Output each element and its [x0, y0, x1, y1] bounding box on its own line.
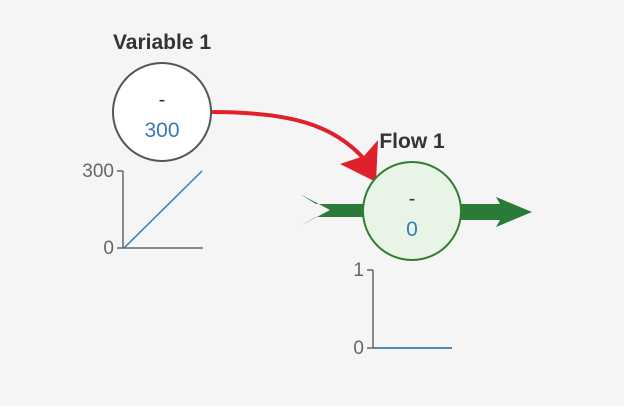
variable-value: 300: [144, 119, 179, 142]
flow-sparkline-min-label: 0: [353, 338, 364, 359]
variable-sparkline-series: [123, 170, 203, 249]
flow-value: 0: [406, 218, 418, 241]
flow-status: -: [409, 188, 416, 210]
variable-sparkline-min-label: 0: [103, 238, 114, 259]
flow-sparkline-max-label: 1: [353, 260, 364, 281]
variable-title: Variable 1: [113, 31, 211, 54]
flow-circle[interactable]: [362, 161, 462, 261]
flow-node[interactable]: Flow 1 - 0: [362, 130, 462, 261]
flow-inflow-arrow[interactable]: [300, 194, 365, 226]
variable-sparkline-max-label: 300: [82, 161, 114, 182]
flow-sparkline: 1 0: [353, 260, 452, 359]
variable-sparkline: 300 0: [82, 161, 203, 259]
variable-status: -: [159, 89, 166, 111]
link-arrow-curve[interactable]: [210, 110, 374, 170]
flow-pipe[interactable]: [300, 194, 532, 227]
link-connector[interactable]: [210, 110, 378, 182]
variable-node[interactable]: Variable 1 - 300: [112, 31, 212, 162]
variable-circle[interactable]: [112, 62, 212, 162]
flow-outflow-arrow[interactable]: [459, 197, 532, 227]
link-arrowhead: [340, 140, 378, 182]
flow-title: Flow 1: [379, 130, 445, 153]
